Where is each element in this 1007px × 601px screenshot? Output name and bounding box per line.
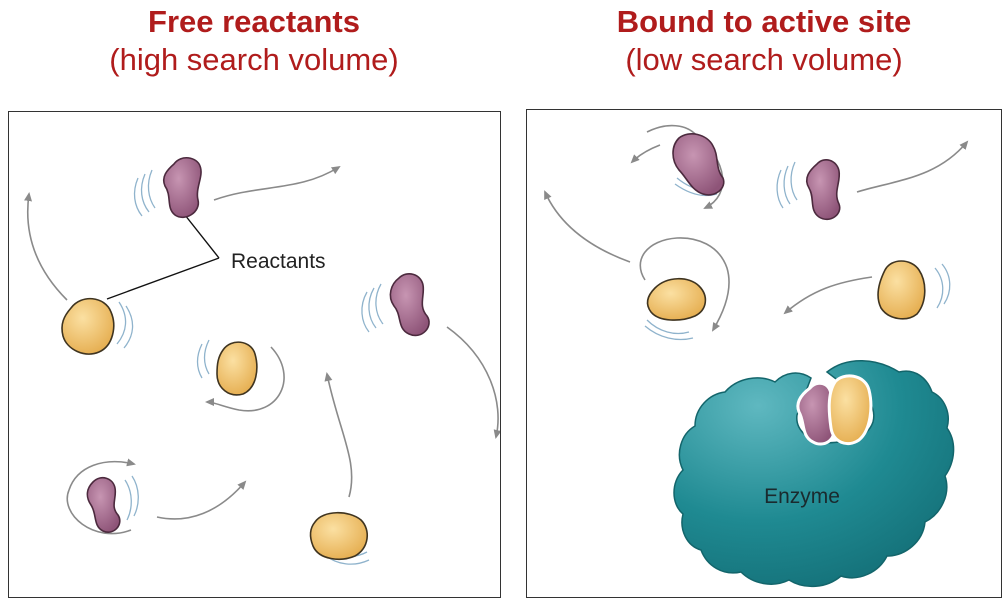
bound-title: Bound to active site xyxy=(616,4,912,39)
yellow-reactant xyxy=(309,511,368,560)
reactants-label: Reactants xyxy=(231,250,326,273)
purple-reactant xyxy=(389,273,430,337)
yellow-reactant xyxy=(61,297,115,355)
yellow-reactant xyxy=(646,277,707,321)
motion-arrow xyxy=(446,326,500,439)
motion-arrow xyxy=(324,372,353,498)
purple-reactant xyxy=(162,157,202,219)
rotation-arrow xyxy=(66,458,136,535)
free-reactants-panel: Reactants xyxy=(8,111,501,598)
rotation-arrow xyxy=(639,237,730,332)
yellow-reactant xyxy=(216,341,258,396)
free-reactants-heading: Free reactants (high search volume) xyxy=(8,4,500,80)
free-reactants-diagram: Reactants xyxy=(24,157,500,565)
motion-arrow xyxy=(156,480,247,520)
yellow-reactant xyxy=(877,260,926,320)
leader-line xyxy=(180,209,220,259)
bound-panel: Enzyme xyxy=(526,109,1002,598)
bound-heading: Bound to active site (low search volume) xyxy=(527,4,1001,80)
bound-yellow-reactant xyxy=(827,374,873,445)
bound-diagram: Enzyme xyxy=(544,124,969,588)
motion-arrow xyxy=(783,276,873,315)
leader-line xyxy=(106,257,220,300)
purple-reactant xyxy=(672,133,725,196)
bound-subtitle: (low search volume) xyxy=(625,42,903,77)
free-reactants-title: Free reactants xyxy=(148,4,360,39)
motion-arrow xyxy=(544,190,631,263)
rotation-arrow xyxy=(205,346,285,412)
purple-reactant xyxy=(86,476,121,533)
motion-arrow xyxy=(856,140,969,193)
motion-arrow xyxy=(213,165,341,201)
motion-arrow xyxy=(24,192,68,301)
enzyme-label: Enzyme xyxy=(764,485,840,508)
purple-reactant xyxy=(805,159,841,221)
rotation-arrow xyxy=(630,144,661,164)
free-reactants-subtitle: (high search volume) xyxy=(109,42,399,77)
enzyme-body xyxy=(673,360,955,588)
